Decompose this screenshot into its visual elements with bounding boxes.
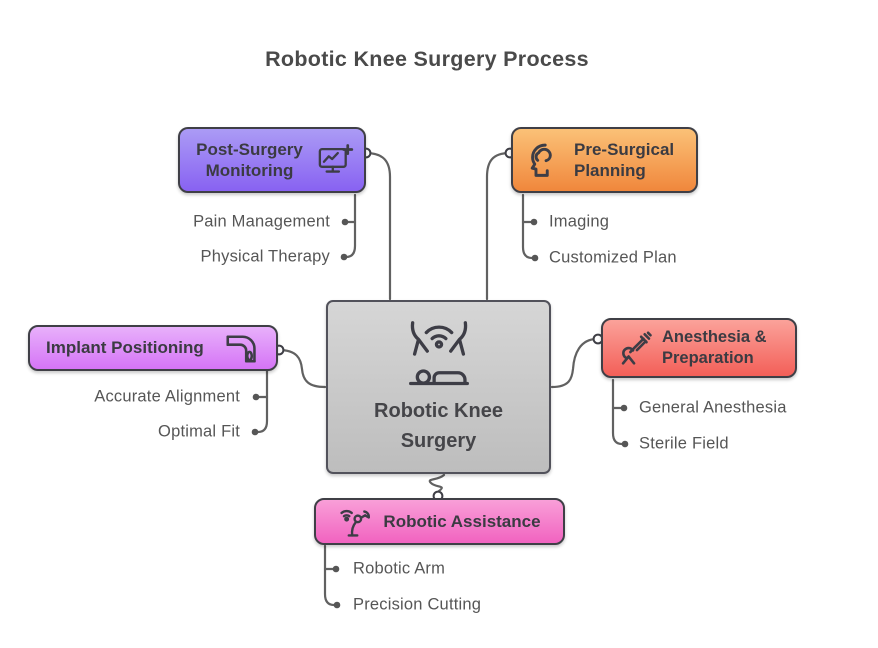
node-label: Robotic Assistance [383, 511, 541, 531]
node-label: Anesthesia & Preparation [662, 327, 767, 367]
knee-implant-icon [224, 330, 260, 366]
branch-connector-implant [251, 348, 327, 436]
node-post-surgery-monitoring[interactable]: Post-Surgery Monitoring [178, 127, 366, 193]
sub-label-physical-therapy: Physical Therapy [200, 247, 330, 266]
sub-label-customized-plan: Customized Plan [549, 248, 677, 267]
node-robotic-assistance[interactable]: Robotic Assistance [314, 498, 565, 545]
branch-connector-robotic-assist [323, 473, 446, 609]
node-robotic-knee-surgery[interactable]: Robotic Knee Surgery [326, 300, 551, 474]
node-anesthesia-preparation[interactable]: Anesthesia & Preparation [601, 318, 797, 378]
node-pre-surgical-planning[interactable]: Pre-Surgical Planning [511, 127, 698, 193]
sub-label-imaging: Imaging [549, 212, 610, 231]
sub-label-accurate-alignment: Accurate Alignment [94, 387, 240, 406]
sub-label-robotic-arm: Robotic Arm [353, 559, 446, 578]
node-label: Post-Surgery Monitoring [196, 139, 303, 180]
sub-label-general-anesthesia: General Anesthesia [639, 398, 787, 417]
sub-label-optimal-fit: Optimal Fit [158, 422, 240, 441]
sub-label-precision-cutting: Precision Cutting [353, 595, 482, 614]
central-node-label: Robotic Knee Surgery [374, 400, 503, 452]
surgical-robot-icon [392, 314, 486, 396]
node-label: Pre-Surgical Planning [574, 139, 675, 180]
node-implant-positioning[interactable]: Implant Positioning [28, 325, 278, 371]
head-brain-icon [523, 140, 564, 181]
sub-label-pain-management: Pain Management [193, 212, 330, 231]
sub-label-sterile-field: Sterile Field [639, 434, 729, 453]
node-label: Implant Positioning [46, 338, 204, 357]
diagram-title: Robotic Knee Surgery Process [265, 47, 589, 71]
robot-arm-icon [338, 505, 372, 539]
monitor-health-icon [317, 143, 354, 177]
anesthesia-syringe-icon [616, 330, 653, 367]
branch-connector-anesthesia [550, 337, 629, 448]
